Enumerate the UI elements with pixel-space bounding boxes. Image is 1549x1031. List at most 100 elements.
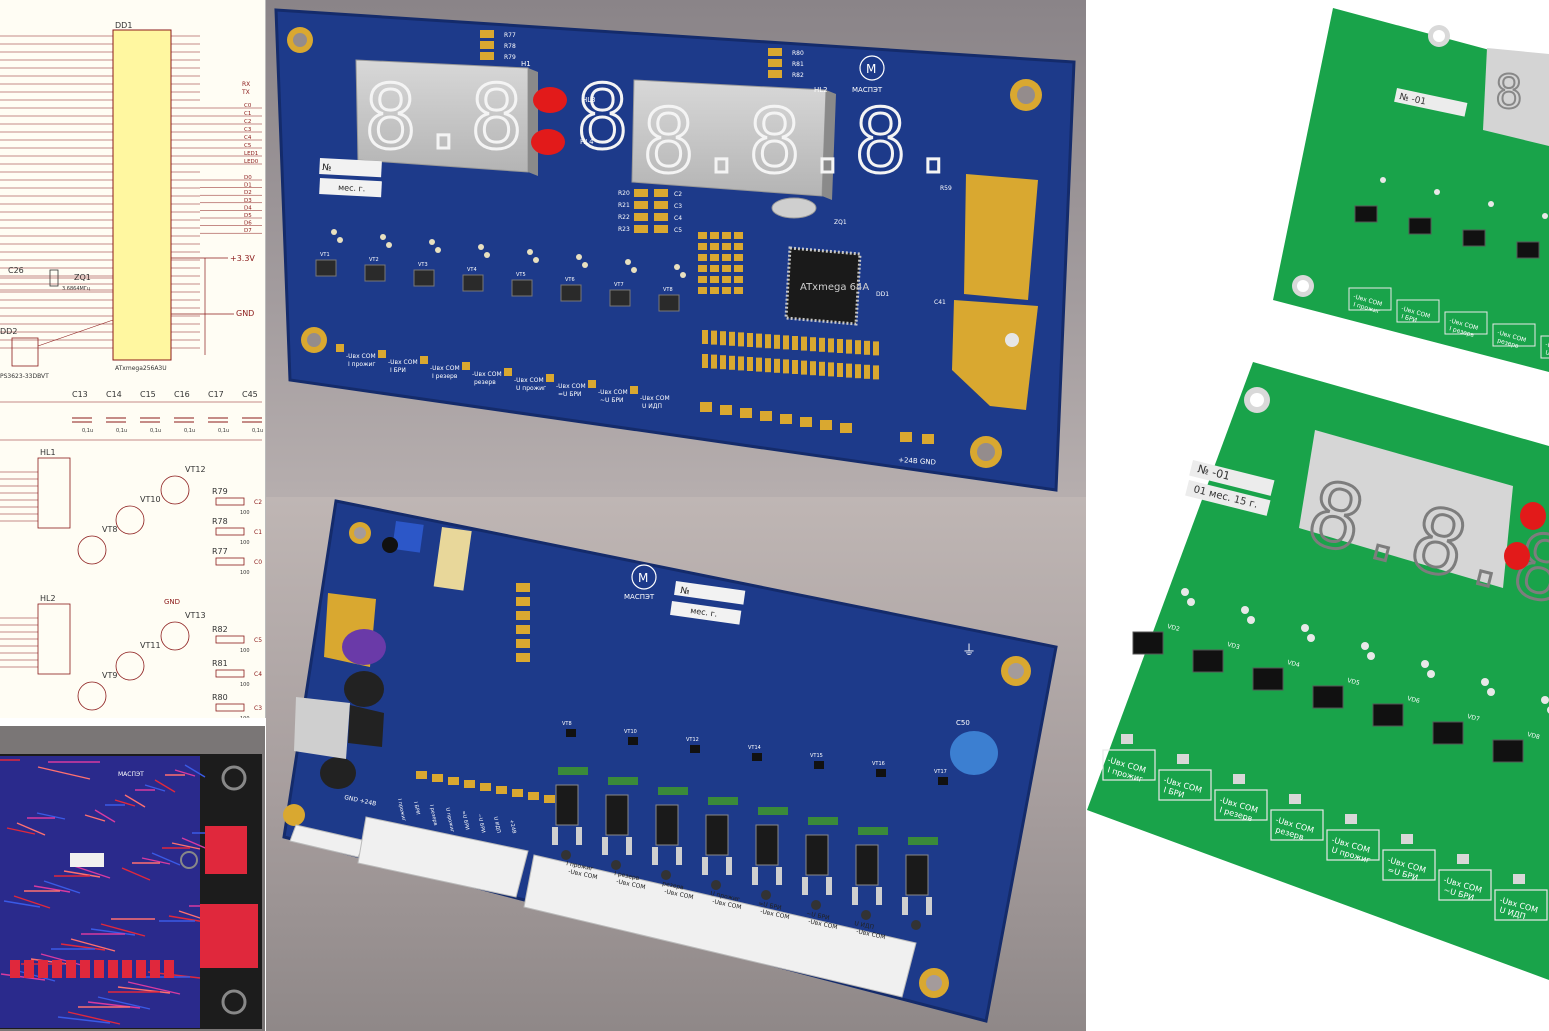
smd-resistor — [634, 225, 648, 233]
photo-via — [1247, 616, 1255, 624]
smd-ref: R20 — [618, 190, 630, 197]
smd-pad — [722, 232, 731, 239]
silk-label: U прожиг — [516, 385, 546, 392]
smd-pad — [722, 243, 731, 250]
power-diode — [805, 834, 829, 876]
lead — [776, 867, 782, 885]
smd-pad — [837, 363, 843, 377]
smd-pad — [765, 358, 771, 373]
photo-test-pad — [1233, 774, 1245, 784]
mcu-chip — [784, 246, 862, 326]
photo-label-frame — [1348, 287, 1392, 311]
pcb-layout-drawing: МАСПЭТ — [0, 754, 262, 1029]
crystal-cap: C26 — [8, 266, 24, 275]
photo-label-frame — [1214, 789, 1268, 821]
photo-transistor — [1192, 649, 1224, 673]
resistor-net: C4 — [254, 671, 262, 678]
smd-ref: R22 — [618, 214, 630, 221]
serial-field — [674, 581, 746, 605]
smd-transistor — [462, 274, 484, 292]
smd-pad — [855, 364, 861, 379]
terminal-label: U ИДП — [854, 920, 875, 931]
smd-pad — [864, 340, 870, 355]
via — [625, 259, 631, 265]
serial-label: № — [322, 163, 332, 173]
smd-capacitor — [654, 213, 668, 221]
mount-hole — [180, 851, 198, 869]
photo-transistor-ref: VD7 — [1467, 713, 1481, 723]
display1-symbol — [37, 457, 71, 529]
smd-pad — [528, 792, 539, 800]
net-label: C4 — [244, 135, 252, 141]
display-1-ref: H1 — [521, 60, 531, 68]
terminal-label: I прожиг — [396, 798, 407, 822]
smd-pad — [710, 254, 719, 261]
transistor-ref: VT12 — [185, 465, 206, 474]
smd-pad — [702, 330, 708, 344]
resistor-symbol — [215, 669, 245, 678]
via — [533, 257, 539, 263]
resistor-ref: R81 — [212, 659, 228, 668]
layout-pad — [38, 960, 48, 978]
smd-resistor — [768, 48, 782, 56]
smd-pad — [710, 287, 719, 294]
terminal-label: ~U БРИ — [806, 910, 831, 922]
layout-pad — [24, 960, 34, 978]
smd-pad — [828, 362, 834, 377]
output-pad — [840, 423, 852, 433]
smd-transistor — [609, 289, 631, 307]
vcc-net: +3.3V — [230, 254, 255, 263]
smd-pad — [720, 355, 726, 370]
smd-pad — [702, 354, 708, 368]
smd-transistor — [511, 279, 533, 297]
net-label: D7 — [244, 228, 252, 234]
electrolytic-cap-purple — [342, 629, 386, 665]
smd-pad — [846, 339, 852, 354]
mcu-ref: DD1 — [876, 291, 889, 298]
silk-label: -Uвх COM — [514, 377, 544, 384]
test-pad — [588, 380, 596, 388]
transistor-ref: VT11 — [140, 641, 161, 650]
logo-icon — [859, 55, 885, 81]
smd-pad — [416, 771, 427, 779]
axial-resistor — [758, 807, 788, 815]
smd-pad — [864, 364, 870, 379]
lead — [726, 857, 732, 875]
cap-value: 0,1u — [116, 428, 127, 434]
smd-pad — [734, 276, 743, 283]
output-pad — [820, 420, 832, 430]
via — [386, 242, 392, 248]
power-diode — [705, 814, 729, 856]
smd-pad — [698, 287, 707, 294]
photo-transistor — [1432, 721, 1464, 745]
smd-pad — [734, 232, 743, 239]
transistor-ref: VT10 — [140, 495, 161, 504]
crystal-ref: ZQ1 — [74, 273, 91, 282]
diode-body — [711, 880, 721, 890]
smd-pad — [698, 254, 707, 261]
layout-pad — [80, 960, 90, 978]
photo-via — [1481, 678, 1489, 686]
smd-pad — [480, 783, 491, 791]
smd-pad — [729, 355, 735, 370]
terminal-label: ~U БРИ — [476, 813, 486, 834]
smd-resistor — [634, 189, 648, 197]
smd-resistor — [480, 30, 494, 38]
terminal-label: U ИДП — [492, 816, 501, 834]
date-field — [670, 601, 742, 625]
output-pad — [800, 417, 812, 427]
axial-resistor — [708, 797, 738, 805]
resistor-net: C5 — [254, 637, 262, 644]
smd-resistor — [480, 52, 494, 60]
power-pad-bottom — [952, 300, 1038, 410]
axial-resistor — [908, 837, 938, 845]
lead — [802, 877, 808, 895]
smd-pad — [698, 265, 707, 272]
photo-via — [1367, 652, 1375, 660]
power-pad — [922, 434, 934, 444]
silk-label: I БРИ — [390, 367, 406, 374]
display-2-ref: HL2 — [814, 86, 828, 94]
resistor-symbol — [215, 557, 245, 566]
